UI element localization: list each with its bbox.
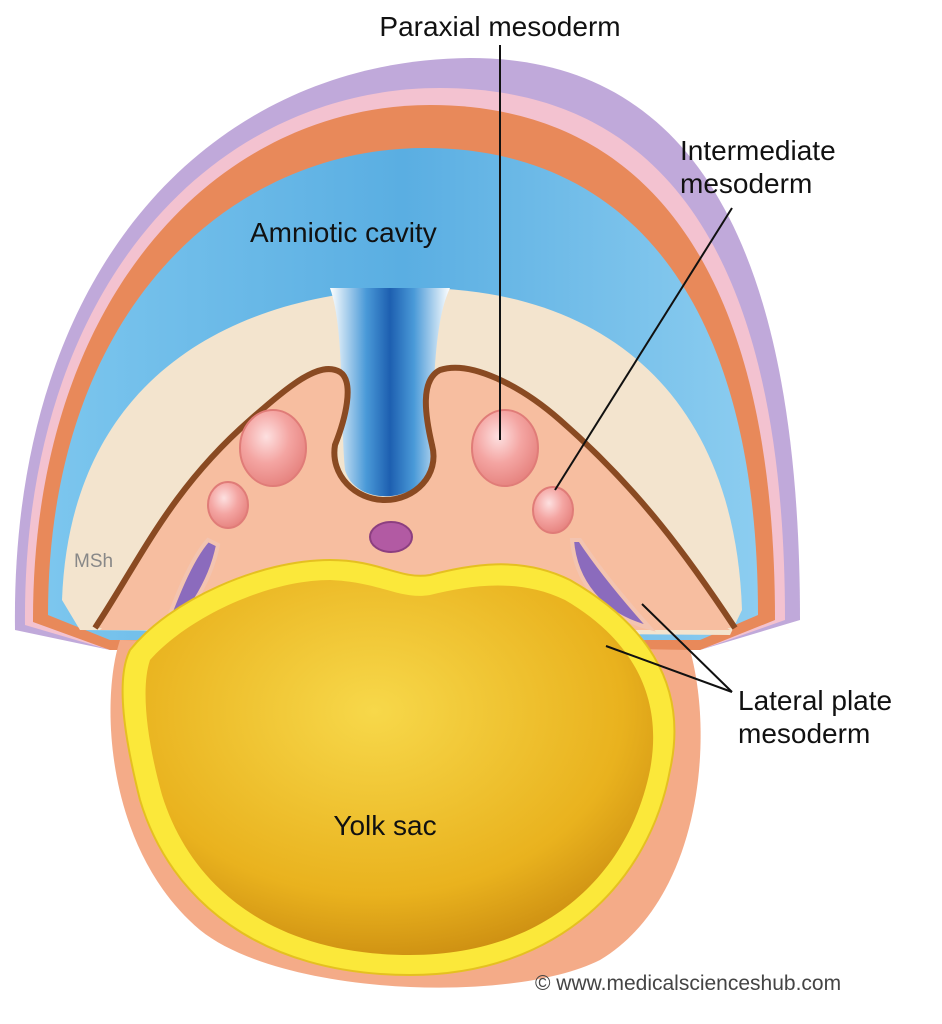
intermediate-mesoderm-left [207,481,249,529]
label-intermediate-line2: mesoderm [680,168,812,199]
yolk-sac [145,580,654,955]
lateral-leader-line-2 [605,645,733,693]
copyright-text: © www.medicalscienceshub.com [535,972,841,995]
lateral-leader-line-1 [641,603,733,693]
label-intermediate-line1: Intermediate [680,135,836,166]
paraxial-mesoderm-right [471,409,539,487]
intermediate-mesoderm-right [532,486,574,534]
neural-groove [330,288,450,497]
paraxial-mesoderm-left [239,409,307,487]
label-msh: MSh [74,551,113,572]
label-paraxial-mesoderm: Paraxial mesoderm [379,11,620,42]
label-lateral-line2: mesoderm [738,718,870,749]
coelom-right [569,538,656,632]
label-amniotic-cavity: Amniotic cavity [250,217,437,248]
notochord [369,521,413,553]
label-lateral-line1: Lateral plate [738,685,892,716]
label-yolk-sac: Yolk sac [333,810,436,841]
intermediate-leader-line [554,207,733,491]
